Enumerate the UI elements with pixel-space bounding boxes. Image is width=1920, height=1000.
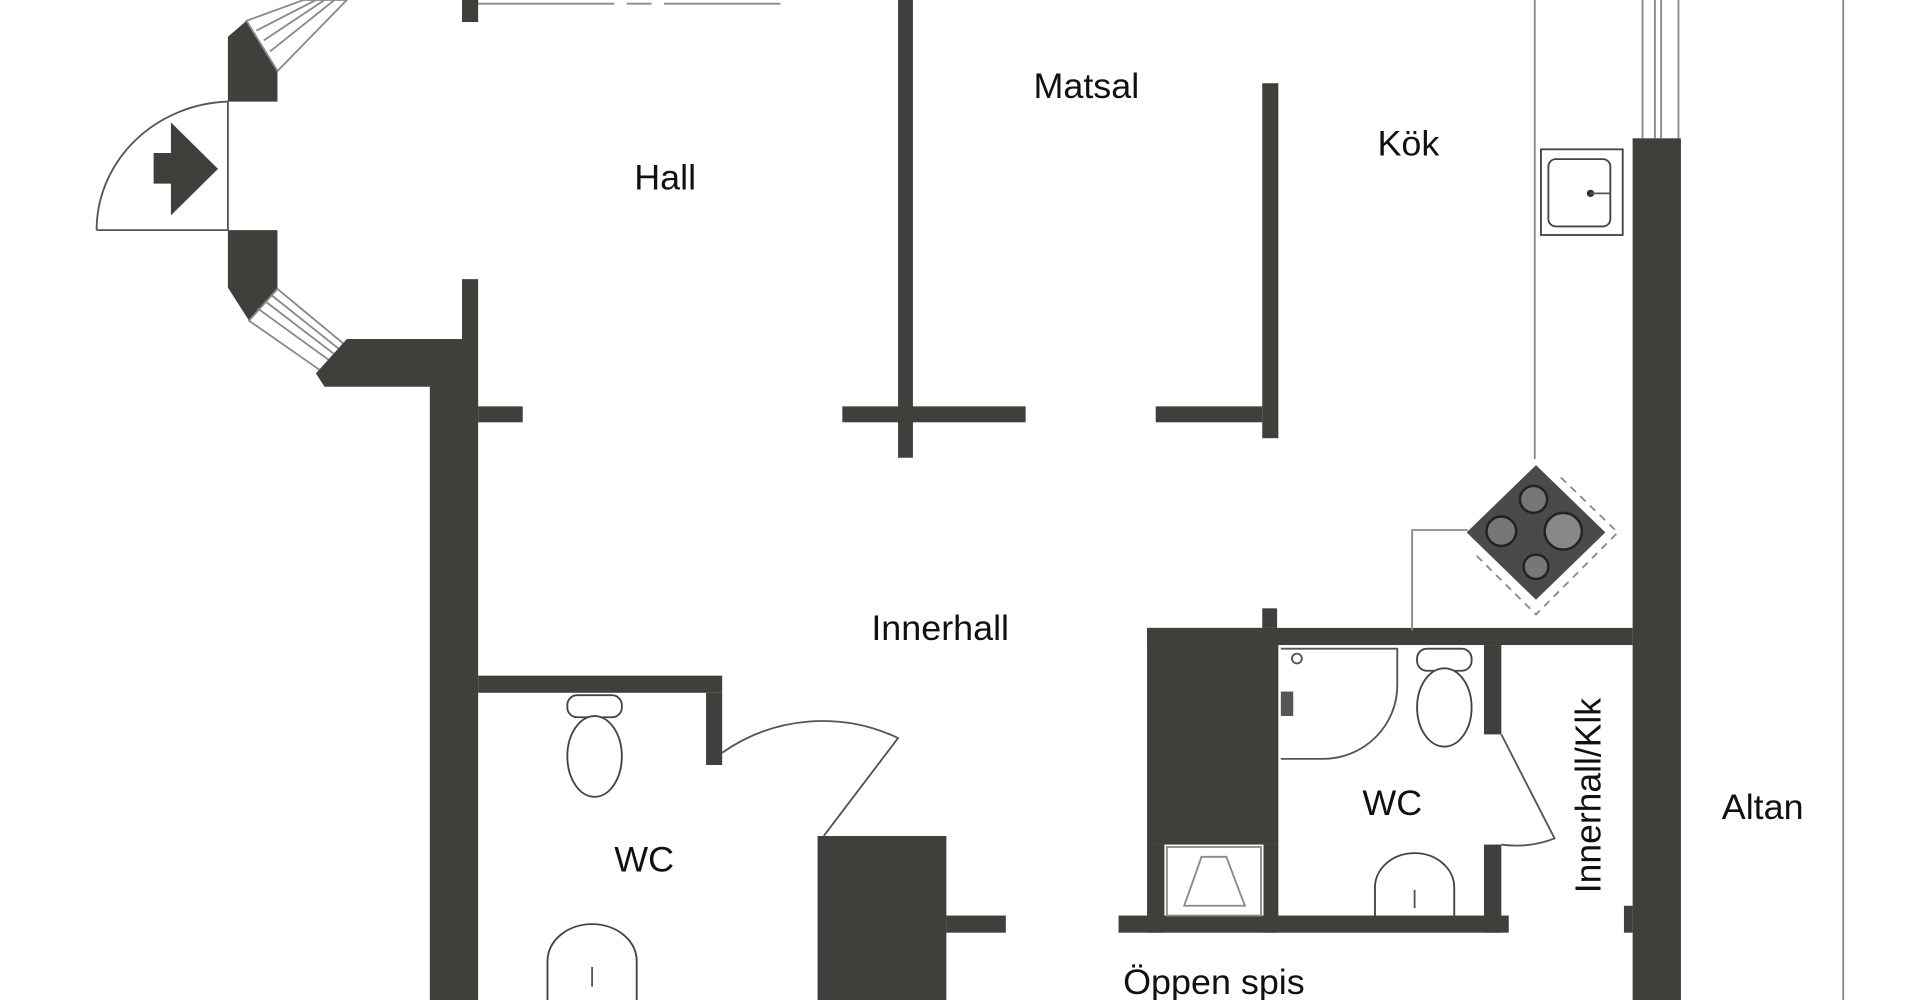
door-swing-wc-left bbox=[721, 720, 900, 837]
room-label-kok: Kök bbox=[1377, 124, 1439, 164]
room-label-innerhall: Innerhall bbox=[871, 608, 1009, 648]
room-label-hall: Hall bbox=[634, 158, 696, 198]
room-label-matsal: Matsal bbox=[1033, 66, 1139, 106]
room-label-wc-left: WC bbox=[614, 840, 674, 880]
window-top-left bbox=[245, 0, 349, 73]
toilet-right-icon bbox=[1416, 647, 1473, 748]
room-label-oppen-spis: Öppen spis bbox=[1123, 962, 1305, 1000]
door-swing-wc-right bbox=[1500, 733, 1556, 847]
stove-icon bbox=[1411, 465, 1620, 631]
entry-arrow-icon bbox=[153, 122, 219, 216]
entry-door-swing bbox=[95, 100, 229, 232]
room-label-wc-right: WC bbox=[1362, 783, 1422, 823]
wall-entry-bottom bbox=[227, 230, 278, 321]
walls bbox=[315, 0, 1845, 1000]
entrance bbox=[95, 0, 349, 375]
wall-entry-top bbox=[227, 20, 278, 102]
toilet-left-icon bbox=[566, 694, 623, 798]
washbasin-right-icon bbox=[1374, 852, 1456, 916]
kitchen-sink-icon bbox=[1540, 148, 1624, 236]
shower-icon bbox=[1280, 647, 1399, 760]
room-label-innerhall-klk: Innerhall/Klk bbox=[1568, 698, 1608, 893]
fireplace-icon bbox=[1165, 846, 1262, 917]
washbasin-left-icon bbox=[546, 923, 638, 1000]
room-label-altan: Altan bbox=[1722, 787, 1804, 827]
